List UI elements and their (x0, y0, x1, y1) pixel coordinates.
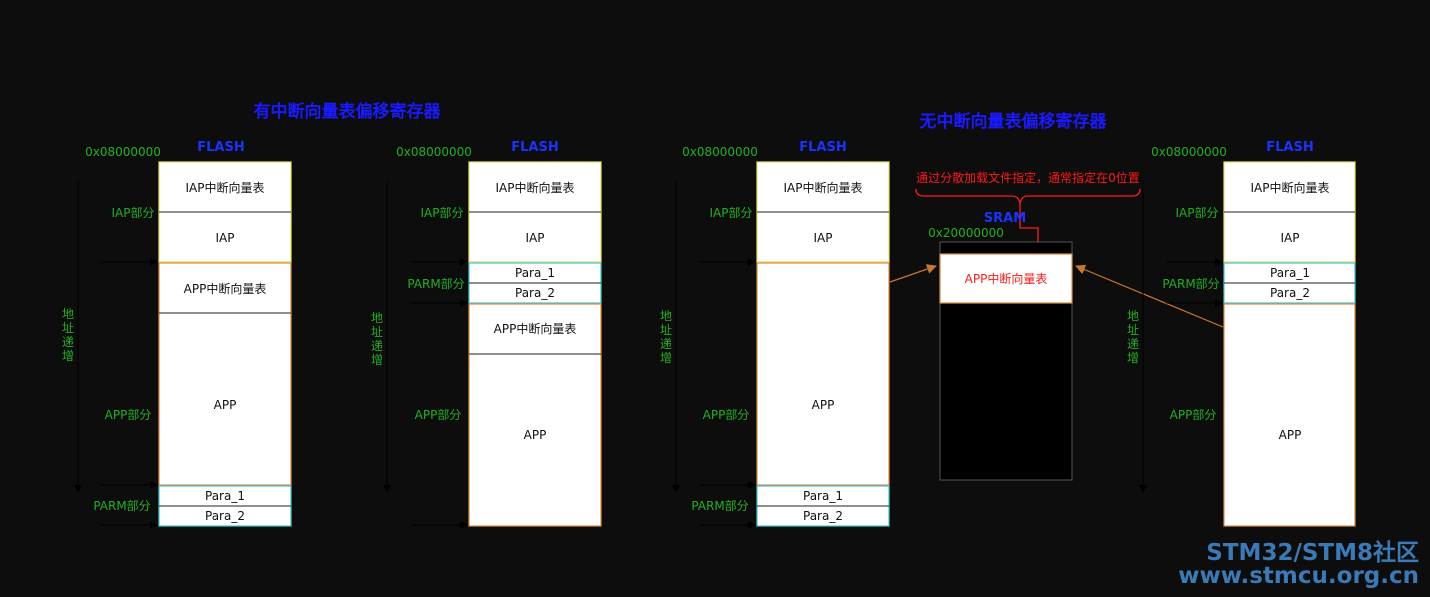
address-increase-char: 递 (62, 335, 74, 349)
iap-label: IAP (1281, 231, 1300, 245)
app-region (158, 262, 292, 486)
app-label: APP (524, 428, 547, 442)
watermark-community: STM32/STM8社区 (1206, 539, 1419, 566)
iap-part-label: IAP部分 (710, 205, 753, 220)
scatter-load-note: 通过分散加载文件指定，通常指定在0位置 (916, 170, 1140, 185)
iap-part-label: IAP部分 (112, 205, 155, 220)
iap-vector-table-label: IAP中断向量表 (784, 180, 863, 195)
app-vector-table-label: APP中断向量表 (184, 281, 267, 296)
address-increase-char: 增 (660, 351, 672, 365)
parm-part-label: PARM部分 (407, 276, 464, 291)
app-part-label: APP部分 (1170, 407, 1217, 422)
parm-part-label: PARM部分 (691, 498, 748, 513)
diagram-3-flash-map: FLASH 0x08000000 IAP中断向量表 IAP APP Para_1… (660, 140, 890, 529)
iap-label: IAP (216, 231, 235, 245)
flash-start-address: 0x08000000 (396, 145, 472, 159)
app-part-label: APP部分 (415, 407, 462, 422)
red-brace (915, 188, 1141, 205)
watermark-url: www.stmcu.org.cn (1178, 563, 1419, 589)
red-pointer-arrow (1019, 204, 1043, 253)
address-increase-char: 增 (62, 349, 74, 363)
address-increase-char: 递 (660, 337, 672, 351)
address-increase-char: 递 (371, 339, 383, 353)
vector-copy-arrow (889, 264, 937, 283)
sram-start-address: 0x20000000 (928, 226, 1004, 240)
flash-label: FLASH (1266, 140, 1313, 155)
iap-label: IAP (526, 231, 545, 245)
address-increase-char: 地 (660, 309, 672, 323)
address-increase-char: 增 (1127, 351, 1139, 365)
sram-app-vector-table-label: APP中断向量表 (965, 271, 1048, 286)
app-label: APP (1279, 428, 1302, 442)
sram-label: SRAM (984, 211, 1026, 226)
app-label: APP (214, 398, 237, 412)
para-1-label: Para_1 (515, 266, 555, 280)
vector-copy-arrow (1075, 264, 1224, 328)
address-increase-char: 址 (371, 325, 383, 339)
app-vector-table-label: APP中断向量表 (494, 321, 577, 336)
iap-label: IAP (814, 231, 833, 245)
title-with-vtor: 有中断向量表偏移寄存器 (254, 101, 442, 122)
flash-label: FLASH (197, 140, 244, 155)
address-increase-char: 地 (371, 311, 383, 325)
parm-part-label: PARM部分 (93, 498, 150, 513)
address-increase-char: 递 (1127, 337, 1139, 351)
app-label: APP (812, 398, 835, 412)
flash-start-address: 0x08000000 (682, 145, 758, 159)
flash-label: FLASH (799, 140, 846, 155)
para-1-label: Para_1 (803, 489, 843, 503)
app-part-label: APP部分 (703, 407, 750, 422)
address-increase-char: 地 (1127, 309, 1139, 323)
iap-vector-table-label: IAP中断向量表 (186, 180, 265, 195)
para-2-label: Para_2 (205, 509, 245, 523)
diagram-4-flash-map: FLASH 0x08000000 IAP中断向量表 IAP Para_1 Par… (1127, 140, 1356, 527)
iap-part-label: IAP部分 (1176, 205, 1219, 220)
iap-vector-table-label: IAP中断向量表 (1251, 180, 1330, 195)
parm-part-label: PARM部分 (1162, 276, 1219, 291)
address-increase-char: 地 (62, 307, 74, 321)
address-increase-char: 址 (62, 321, 74, 335)
iap-vector-table-label: IAP中断向量表 (496, 180, 575, 195)
diagram-1-flash-map: FLASH 0x08000000 IAP中断向量表 IAP APP中断向量表 A… (62, 140, 292, 529)
diagram-2-flash-map: FLASH 0x08000000 IAP中断向量表 IAP Para_1 Par… (371, 140, 602, 529)
flash-start-address: 0x08000000 (1151, 145, 1227, 159)
sram-map: 通过分散加载文件指定，通常指定在0位置 SRAM 0x20000000 APP中… (889, 170, 1224, 481)
flash-label: FLASH (511, 140, 558, 155)
app-region (468, 303, 602, 527)
para-2-label: Para_2 (1270, 286, 1310, 300)
address-increase-char: 址 (660, 323, 672, 337)
app-part-label: APP部分 (105, 407, 152, 422)
para-2-label: Para_2 (803, 509, 843, 523)
para-1-label: Para_1 (205, 489, 245, 503)
address-increase-char: 址 (1127, 323, 1139, 337)
sram-app-vector-table (939, 253, 1073, 304)
app-region (756, 262, 890, 486)
flash-start-address: 0x08000000 (85, 145, 161, 159)
title-without-vtor: 无中断向量表偏移寄存器 (919, 111, 1108, 132)
app-region (1223, 303, 1356, 527)
iap-part-label: IAP部分 (421, 205, 464, 220)
address-increase-char: 增 (371, 353, 383, 367)
para-1-label: Para_1 (1270, 266, 1310, 280)
para-2-label: Para_2 (515, 286, 555, 300)
